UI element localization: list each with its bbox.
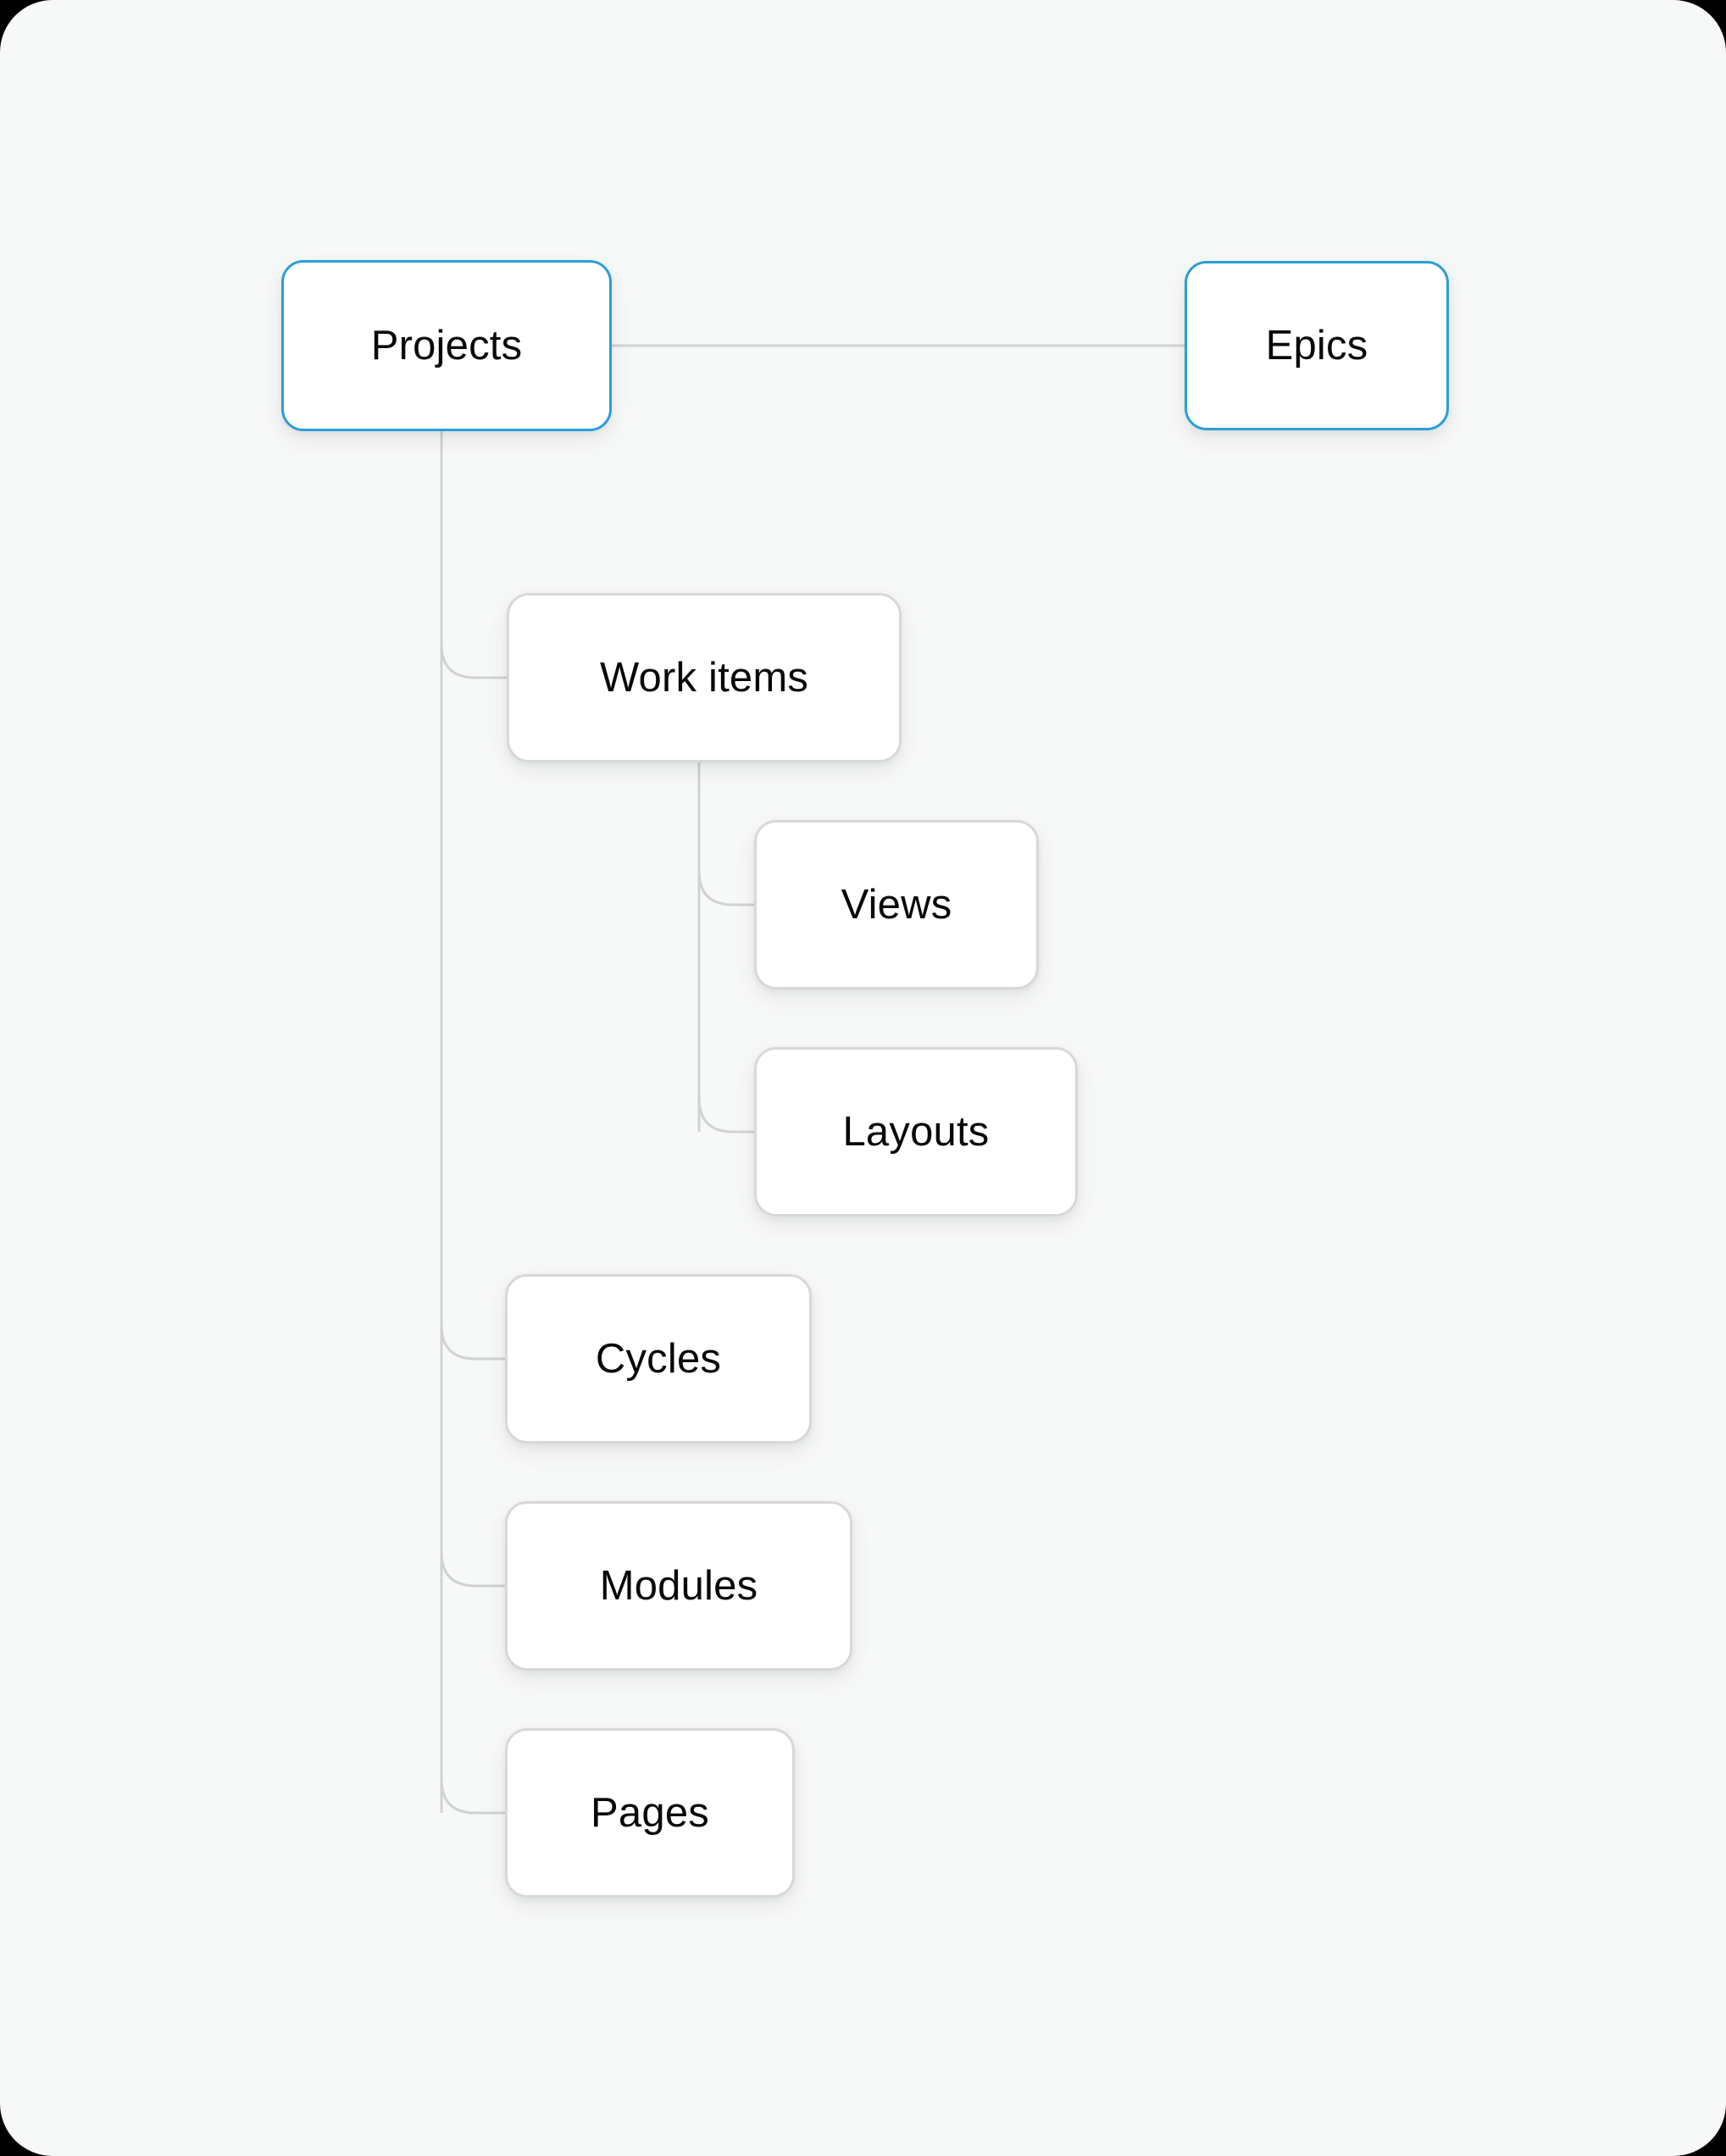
- node-label-views: Views: [841, 881, 952, 928]
- node-label-epics: Epics: [1265, 322, 1368, 369]
- edge-work-items-layouts: [697, 1097, 754, 1133]
- node-label-modules: Modules: [599, 1562, 758, 1609]
- edge-projects-pages: [440, 1778, 505, 1815]
- node-pages[interactable]: Pages: [505, 1728, 795, 1898]
- node-modules[interactable]: Modules: [505, 1501, 852, 1671]
- node-epics[interactable]: Epics: [1185, 261, 1449, 430]
- node-views[interactable]: Views: [754, 820, 1039, 989]
- node-work-items[interactable]: Work items: [507, 593, 902, 762]
- node-cycles[interactable]: Cycles: [505, 1274, 812, 1444]
- edge-projects-work-items: [440, 643, 507, 679]
- node-label-layouts: Layouts: [842, 1108, 990, 1155]
- edge-projects-modules: [440, 1551, 505, 1588]
- node-projects[interactable]: Projects: [281, 260, 612, 431]
- node-label-projects: Projects: [370, 322, 523, 369]
- node-layouts[interactable]: Layouts: [754, 1047, 1078, 1217]
- edge-work-items-views: [697, 870, 754, 906]
- edge-projects-cycles: [440, 1324, 505, 1361]
- node-label-cycles: Cycles: [595, 1335, 722, 1382]
- node-label-pages: Pages: [591, 1789, 709, 1836]
- node-label-work-items: Work items: [599, 654, 809, 701]
